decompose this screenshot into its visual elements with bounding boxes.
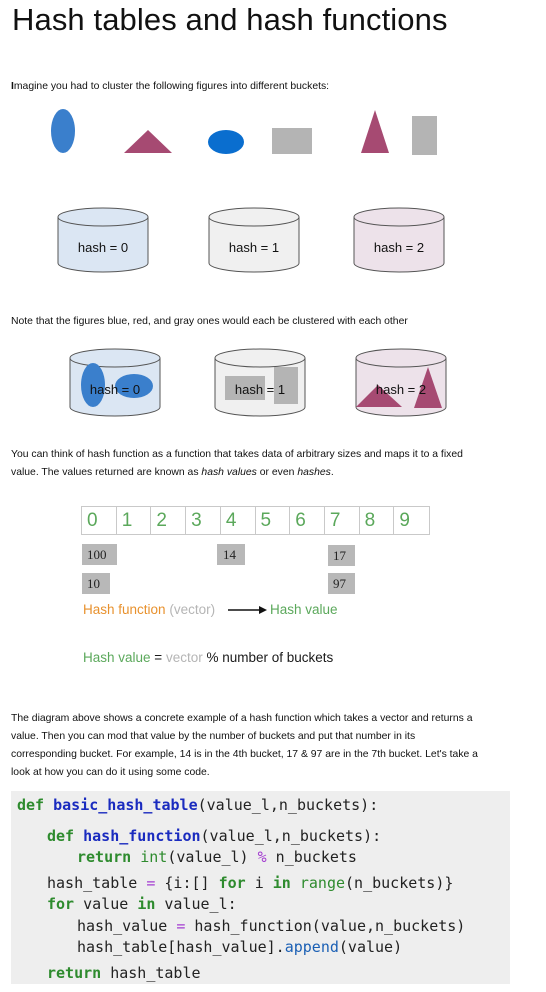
blue-wide-ellipse (115, 374, 153, 398)
mod-vector: vector (165, 650, 203, 665)
explanation-paragraph: The diagram above shows a concrete examp… (11, 710, 478, 782)
definition-line-2: value. The values returned are known as … (11, 467, 334, 478)
note-paragraph: Note that the figures blue, red, and gra… (11, 316, 408, 327)
explanation-line-4: look at how you can do it using some cod… (11, 767, 210, 778)
bucket-hash-2 (353, 207, 445, 273)
bucket-label-0: hash = 0 (78, 240, 128, 255)
bucket-index-2: 2 (151, 507, 187, 534)
blue-tall-ellipse (51, 109, 75, 153)
mod-rest: % number of buckets (202, 650, 334, 665)
blue-wide-ellipse (208, 130, 244, 154)
filled-bucket-label-1: hash = 1 (235, 382, 285, 397)
bucket-index-strip: 0 1 2 3 4 5 6 7 8 9 (81, 506, 430, 535)
code-block: def basic_hash_table(value_l,n_buckets):… (11, 791, 510, 984)
value-box-100: 100 (82, 544, 117, 565)
gray-tall-rectangle (274, 367, 298, 404)
intro-first-letter: I (11, 81, 14, 92)
filled-bucket-0: hash = 0 (69, 348, 161, 417)
gray-tall-rectangle (412, 116, 437, 155)
red-wide-triangle (356, 385, 402, 407)
bucket-index-4: 4 (221, 507, 256, 534)
intro-text: magine you had to cluster the following … (13, 81, 330, 92)
vector-label: vector (173, 602, 211, 617)
bucket-index-0: 0 (82, 507, 117, 534)
hash-values-term: hash values (201, 467, 257, 478)
hash-function-formula: Hash function (vector) (83, 602, 216, 617)
bucket-index-5: 5 (256, 507, 291, 534)
definition-line-1: You can think of hash function as a func… (11, 449, 463, 460)
bucket-label-2: hash = 2 (374, 240, 424, 255)
value-box-17: 17 (328, 545, 355, 566)
bucket-index-7: 7 (325, 507, 360, 534)
filled-bucket-2: hash = 2 (355, 348, 447, 417)
bucket-index-8: 8 (360, 507, 395, 534)
explanation-line-3: corresponding bucket. For example, 14 is… (11, 749, 478, 760)
bucket-hash-1 (208, 207, 300, 273)
page-title: Hash tables and hash functions (12, 2, 448, 37)
mod-formula: Hash value = vector % number of buckets (83, 650, 334, 665)
red-tall-triangle (414, 367, 442, 408)
bucket-index-6: 6 (290, 507, 325, 534)
filled-buckets: hash = 0 hash = 1 hash = 2 (69, 348, 447, 417)
red-wide-triangle (124, 130, 172, 153)
filled-bucket-label-0: hash = 0 (90, 382, 140, 397)
bucket-hash-0 (57, 207, 149, 273)
mod-hash-value: Hash value (83, 650, 151, 665)
code-line-6: hash_value = hash_function(value,n_bucke… (77, 917, 466, 935)
bucket-label-1: hash = 1 (229, 240, 279, 255)
figures-diagram (51, 109, 437, 155)
code-line-8: return hash_table (47, 964, 201, 982)
empty-buckets: hash = 0 hash = 1 hash = 2 (57, 207, 445, 273)
value-box-97: 97 (328, 573, 355, 594)
code-line-5: for value in value_l: (47, 895, 237, 913)
definition-paragraph: You can think of hash function as a func… (11, 446, 463, 482)
gray-wide-rectangle (225, 376, 265, 400)
hash-function-label: Hash function (83, 602, 166, 617)
code-line-1: def basic_hash_table(value_l,n_buckets): (17, 796, 379, 814)
code-line-7: hash_table[hash_value].append(value) (77, 938, 403, 956)
value-box-14: 14 (217, 544, 245, 565)
code-line-3: return int(value_l) % n_buckets (77, 848, 357, 866)
code-line-2: def hash_function(value_l,n_buckets): (47, 827, 382, 845)
blue-tall-ellipse (81, 363, 105, 407)
bucket-index-3: 3 (186, 507, 221, 534)
bucket-index-1: 1 (117, 507, 152, 534)
hash-value-label: Hash value (270, 602, 338, 617)
hashes-term: hashes (297, 467, 331, 478)
filled-bucket-label-2: hash = 2 (376, 382, 426, 397)
intro-paragraph: Imagine you had to cluster the following… (11, 78, 329, 96)
explanation-line-1: The diagram above shows a concrete examp… (11, 713, 473, 724)
value-box-10: 10 (82, 573, 110, 594)
explanation-line-2: value. Then you can mod that value by th… (11, 731, 416, 742)
bucket-index-9: 9 (399, 510, 410, 531)
gray-wide-rectangle (272, 128, 312, 154)
red-tall-triangle (361, 110, 389, 153)
arrow-right-icon (228, 606, 267, 614)
code-line-4: hash_table = {i:[] for i in range(n_buck… (47, 874, 454, 892)
filled-bucket-1: hash = 1 (214, 348, 306, 417)
